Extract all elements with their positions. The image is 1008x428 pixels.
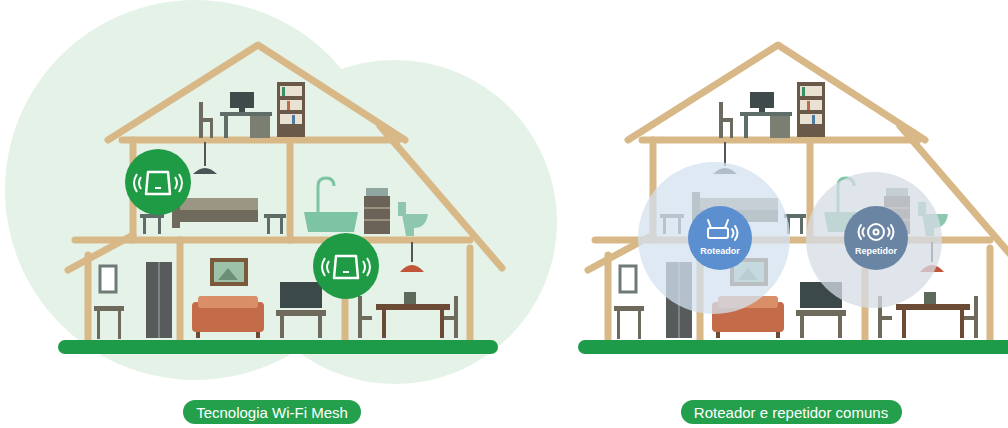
device-symbol [688, 206, 752, 270]
caption-pill: Roteador e repetidor comuns [681, 400, 902, 424]
device-symbol [844, 206, 908, 270]
mesh-device [125, 149, 191, 215]
mesh-device [313, 233, 379, 299]
device-circle: Repetidor [844, 206, 908, 270]
caption-text: Tecnologia Wi-Fi Mesh [196, 404, 348, 421]
house [58, 45, 502, 354]
caption-text: Roteador e repetidor comuns [694, 404, 888, 421]
device-label: Repetidor [844, 246, 908, 256]
device-circle: Roteador [688, 206, 752, 270]
mesh-coverage [5, 0, 557, 384]
caption-pill: Tecnologia Wi-Fi Mesh [183, 400, 361, 424]
house [578, 45, 1008, 354]
device-label: Roteador [688, 246, 752, 256]
coverage-zone [638, 162, 942, 314]
